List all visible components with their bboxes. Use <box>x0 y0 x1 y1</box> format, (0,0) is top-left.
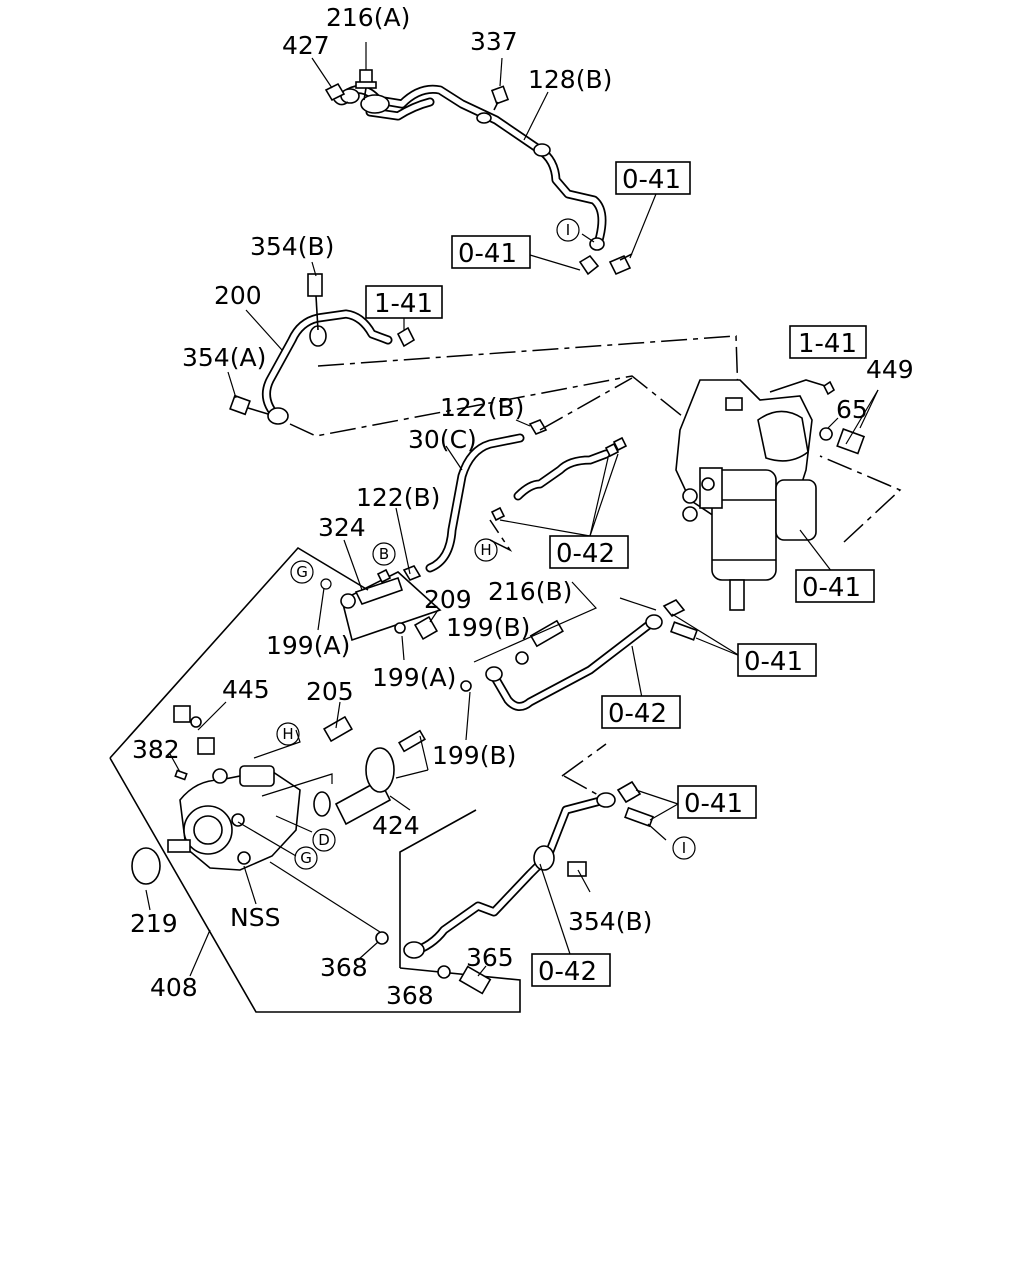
ref-0-41-e[interactable]: 0-41 <box>684 789 743 819</box>
label-128b: 128(B) <box>528 65 612 94</box>
circle-marker-d <box>312 828 336 852</box>
label-199a-left: 199(A) <box>266 631 350 660</box>
circle-marker-g-top <box>290 560 314 584</box>
label-122b-lower: 122(B) <box>356 483 440 512</box>
circle-h-right-letter: H <box>480 541 491 559</box>
label-122b-upper: 122(B) <box>440 393 524 422</box>
circle-g-pump-letter: G <box>300 849 312 867</box>
ref-0-41-c[interactable]: 0-41 <box>802 573 861 603</box>
label-368-b: 368 <box>386 981 434 1010</box>
ref-box-0-41-b[interactable] <box>451 235 531 269</box>
ref-0-42-c[interactable]: 0-42 <box>538 957 597 987</box>
ref-box-0-42-c[interactable] <box>531 953 611 987</box>
label-365: 365 <box>466 943 514 972</box>
label-199b-upper: 199(B) <box>446 613 530 642</box>
label-445: 445 <box>222 675 270 704</box>
ref-0-41-a[interactable]: 0-41 <box>622 165 681 195</box>
ref-0-41-b[interactable]: 0-41 <box>458 239 517 269</box>
washer-199a-left <box>320 578 332 590</box>
label-449: 449 <box>866 355 914 384</box>
ref-box-0-41-a[interactable] <box>615 161 691 195</box>
label-324: 324 <box>318 513 366 542</box>
label-354b-bottom: 354(B) <box>568 907 652 936</box>
fuel-filter-assembly <box>675 379 866 611</box>
label-205: 205 <box>306 677 354 706</box>
label-200: 200 <box>214 281 262 310</box>
circle-i-bottom-letter: I <box>682 839 686 857</box>
circle-b-letter: B <box>379 545 389 563</box>
bolt-337 <box>490 85 510 111</box>
circle-g-top-letter: G <box>296 563 308 581</box>
circle-h-pump-letter: H <box>282 725 293 743</box>
pipe-200 <box>229 273 416 425</box>
label-199a-mid: 199(A) <box>372 663 456 692</box>
ref-box-1-41-b[interactable] <box>789 325 867 359</box>
ref-0-41-d[interactable]: 0-41 <box>744 647 803 677</box>
lower-pipe-354b <box>375 780 654 995</box>
label-216b: 216(B) <box>488 577 572 606</box>
circle-i-top-letter: I <box>566 221 570 239</box>
label-408: 408 <box>150 973 198 1002</box>
supply-pump-408 <box>109 546 521 1013</box>
return-pipe-128b <box>340 84 607 251</box>
ref-box-0-42-a[interactable] <box>549 535 629 569</box>
label-368-a: 368 <box>320 953 368 982</box>
feed-pipe-216b <box>485 598 699 711</box>
ref-box-0-41-c[interactable] <box>795 569 875 603</box>
label-427: 427 <box>282 31 330 60</box>
ref-0-42-b[interactable]: 0-42 <box>608 699 667 729</box>
ref-box-1-41-a[interactable] <box>365 285 443 319</box>
ref-0-42-a[interactable]: 0-42 <box>556 539 615 569</box>
label-424: 424 <box>372 811 420 840</box>
ref-box-0-41-e[interactable] <box>677 785 757 819</box>
bracket-324-group <box>340 568 442 642</box>
circle-marker-h-right <box>474 538 498 562</box>
label-382: 382 <box>132 735 180 764</box>
circle-marker-i-top <box>556 218 580 242</box>
label-209: 209 <box>424 585 472 614</box>
clip-0-41-a <box>578 253 633 276</box>
label-219: 219 <box>130 909 178 938</box>
label-354b-top: 354(B) <box>250 232 334 261</box>
clip-427 <box>324 82 349 106</box>
ref-box-0-41-d[interactable] <box>737 643 817 677</box>
label-216a: 216(A) <box>326 3 410 32</box>
label-30c: 30(C) <box>408 425 477 454</box>
circle-d-letter: D <box>318 831 330 849</box>
ref-1-41-a[interactable]: 1-41 <box>374 289 433 319</box>
label-nss: NSS <box>230 903 280 932</box>
label-199b-lower: 199(B) <box>432 741 516 770</box>
hose-30c <box>402 419 628 581</box>
circle-marker-h-pump <box>276 722 300 746</box>
circle-marker-i-bottom <box>672 836 696 860</box>
label-354a: 354(A) <box>182 343 266 372</box>
ref-1-41-b[interactable]: 1-41 <box>798 329 857 359</box>
ref-box-0-42-b[interactable] <box>601 695 681 729</box>
circle-marker-g-pump <box>294 846 318 870</box>
circle-marker-b <box>372 542 396 566</box>
bolt-216a <box>355 69 377 101</box>
label-337: 337 <box>470 27 518 56</box>
label-65: 65 <box>836 395 868 424</box>
